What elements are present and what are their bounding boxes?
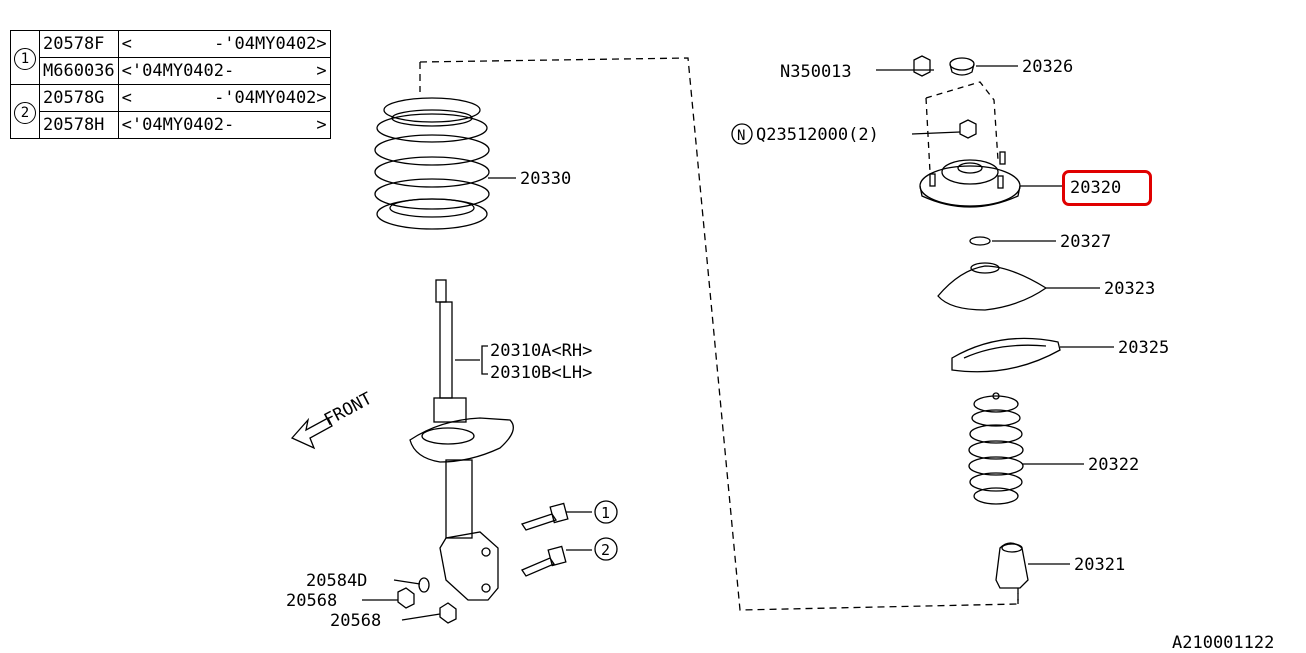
front-arrow-icon [290,417,333,450]
label-nut-n350013: N350013 [780,62,852,82]
rubber-seat-20325-illustration [951,337,1061,373]
table-row: 2 20578G <-'04MY0402> [10,84,331,139]
bolt-1-illustration [520,502,569,531]
label-bolt-1: 1 [601,504,610,522]
nut-20568b-illustration [439,602,457,624]
range-cell: <'04MY0402-> [117,111,331,139]
range-cell: <-'04MY0402> [117,84,331,112]
table-row: 1 20578F <-'04MY0402> [10,30,331,85]
part-number-cell: 20578F [39,30,119,58]
assembly-dashed-outline [419,57,1019,611]
label-strut-rh: 20310A<RH> [490,341,592,361]
part-number-table: 1 20578F <-'04MY0402> M660036 <'04MY0402… [10,30,331,139]
strut-mount-20320-illustration [919,151,1021,208]
strut-assembly-illustration [409,279,514,601]
range-cell: <-'04MY0402> [117,30,331,58]
label-rubber-seat-20325: 20325 [1118,338,1169,358]
label-washer-20327: 20327 [1060,232,1111,252]
label-bump-stop-20321: 20321 [1074,555,1125,575]
label-nut-20568-b: 20568 [330,611,381,631]
label-nut-20568-a: 20568 [286,591,337,611]
nut-20568a-illustration [397,587,415,609]
part-number-cell: 20578H [39,111,119,139]
range-cell: <'04MY0402-> [117,57,331,85]
bolt-2-illustration [521,545,567,577]
label-mount-20320: 20320 [1070,178,1121,198]
dust-boot-20322-illustration [968,392,1024,505]
nut-q23512000-illustration [959,119,977,139]
spring-seat-20323-illustration [937,262,1048,311]
group-1-marker: 1 [10,30,40,85]
bump-stop-20321-illustration [995,542,1029,589]
label-nut-q23512000: Q23512000(2) [756,125,879,145]
flange-nut-n350013-illustration [910,55,934,77]
label-front: FRONT [321,389,376,431]
table-row: 20578H <'04MY0402-> [11,111,331,139]
diagram-id: A210001122 [1172,633,1274,653]
label-cap-20326: 20326 [1022,57,1073,77]
coil-spring-illustration [374,97,490,230]
washer-20584d-illustration [418,577,430,593]
part-number-cell: 20578G [39,84,119,112]
cap-20326-illustration [949,57,975,76]
label-washer-20584d: 20584D [306,571,367,591]
label-bolt-2: 2 [601,541,610,559]
label-spring-20330: 20330 [520,169,571,189]
washer-20327-illustration [969,236,991,246]
highlight-box-20320 [1062,170,1152,206]
label-boot-20322: 20322 [1088,455,1139,475]
group-2-marker: 2 [10,84,40,139]
table-row: M660036 <'04MY0402-> [11,57,331,85]
label-seat-20323: 20323 [1104,279,1155,299]
label-strut-lh: 20310B<LH> [490,363,592,383]
part-number-cell: M660036 [39,57,119,85]
label-marker-n: N [737,128,745,144]
